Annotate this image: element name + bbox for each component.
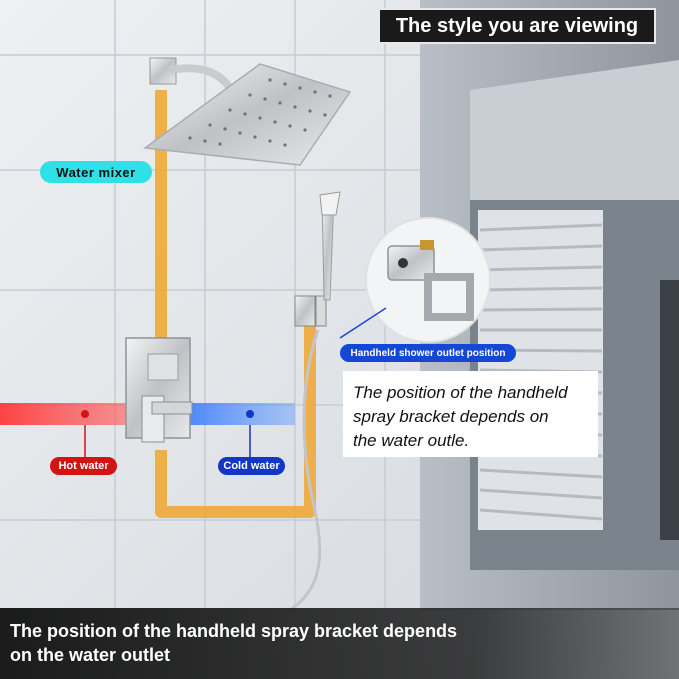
note-line-3: the water outle. <box>353 431 470 450</box>
position-note: The position of the handheld spray brack… <box>343 371 598 457</box>
bottom-caption: The position of the handheld spray brack… <box>0 608 679 679</box>
cold-water-label: Cold water <box>218 457 285 475</box>
hot-water-label: Hot water <box>50 457 117 475</box>
caption-line-2: on the water outlet <box>10 645 171 665</box>
outlet-position-label: Handheld shower outlet position <box>340 344 516 362</box>
caption-line-1: The position of the handheld spray brack… <box>10 621 458 641</box>
water-mixer-label: Water mixer <box>40 161 152 183</box>
note-line-1: The position of the handheld <box>353 383 568 402</box>
note-line-2: spray bracket depends on <box>353 407 549 426</box>
style-badge: The style you are viewing <box>378 8 656 44</box>
